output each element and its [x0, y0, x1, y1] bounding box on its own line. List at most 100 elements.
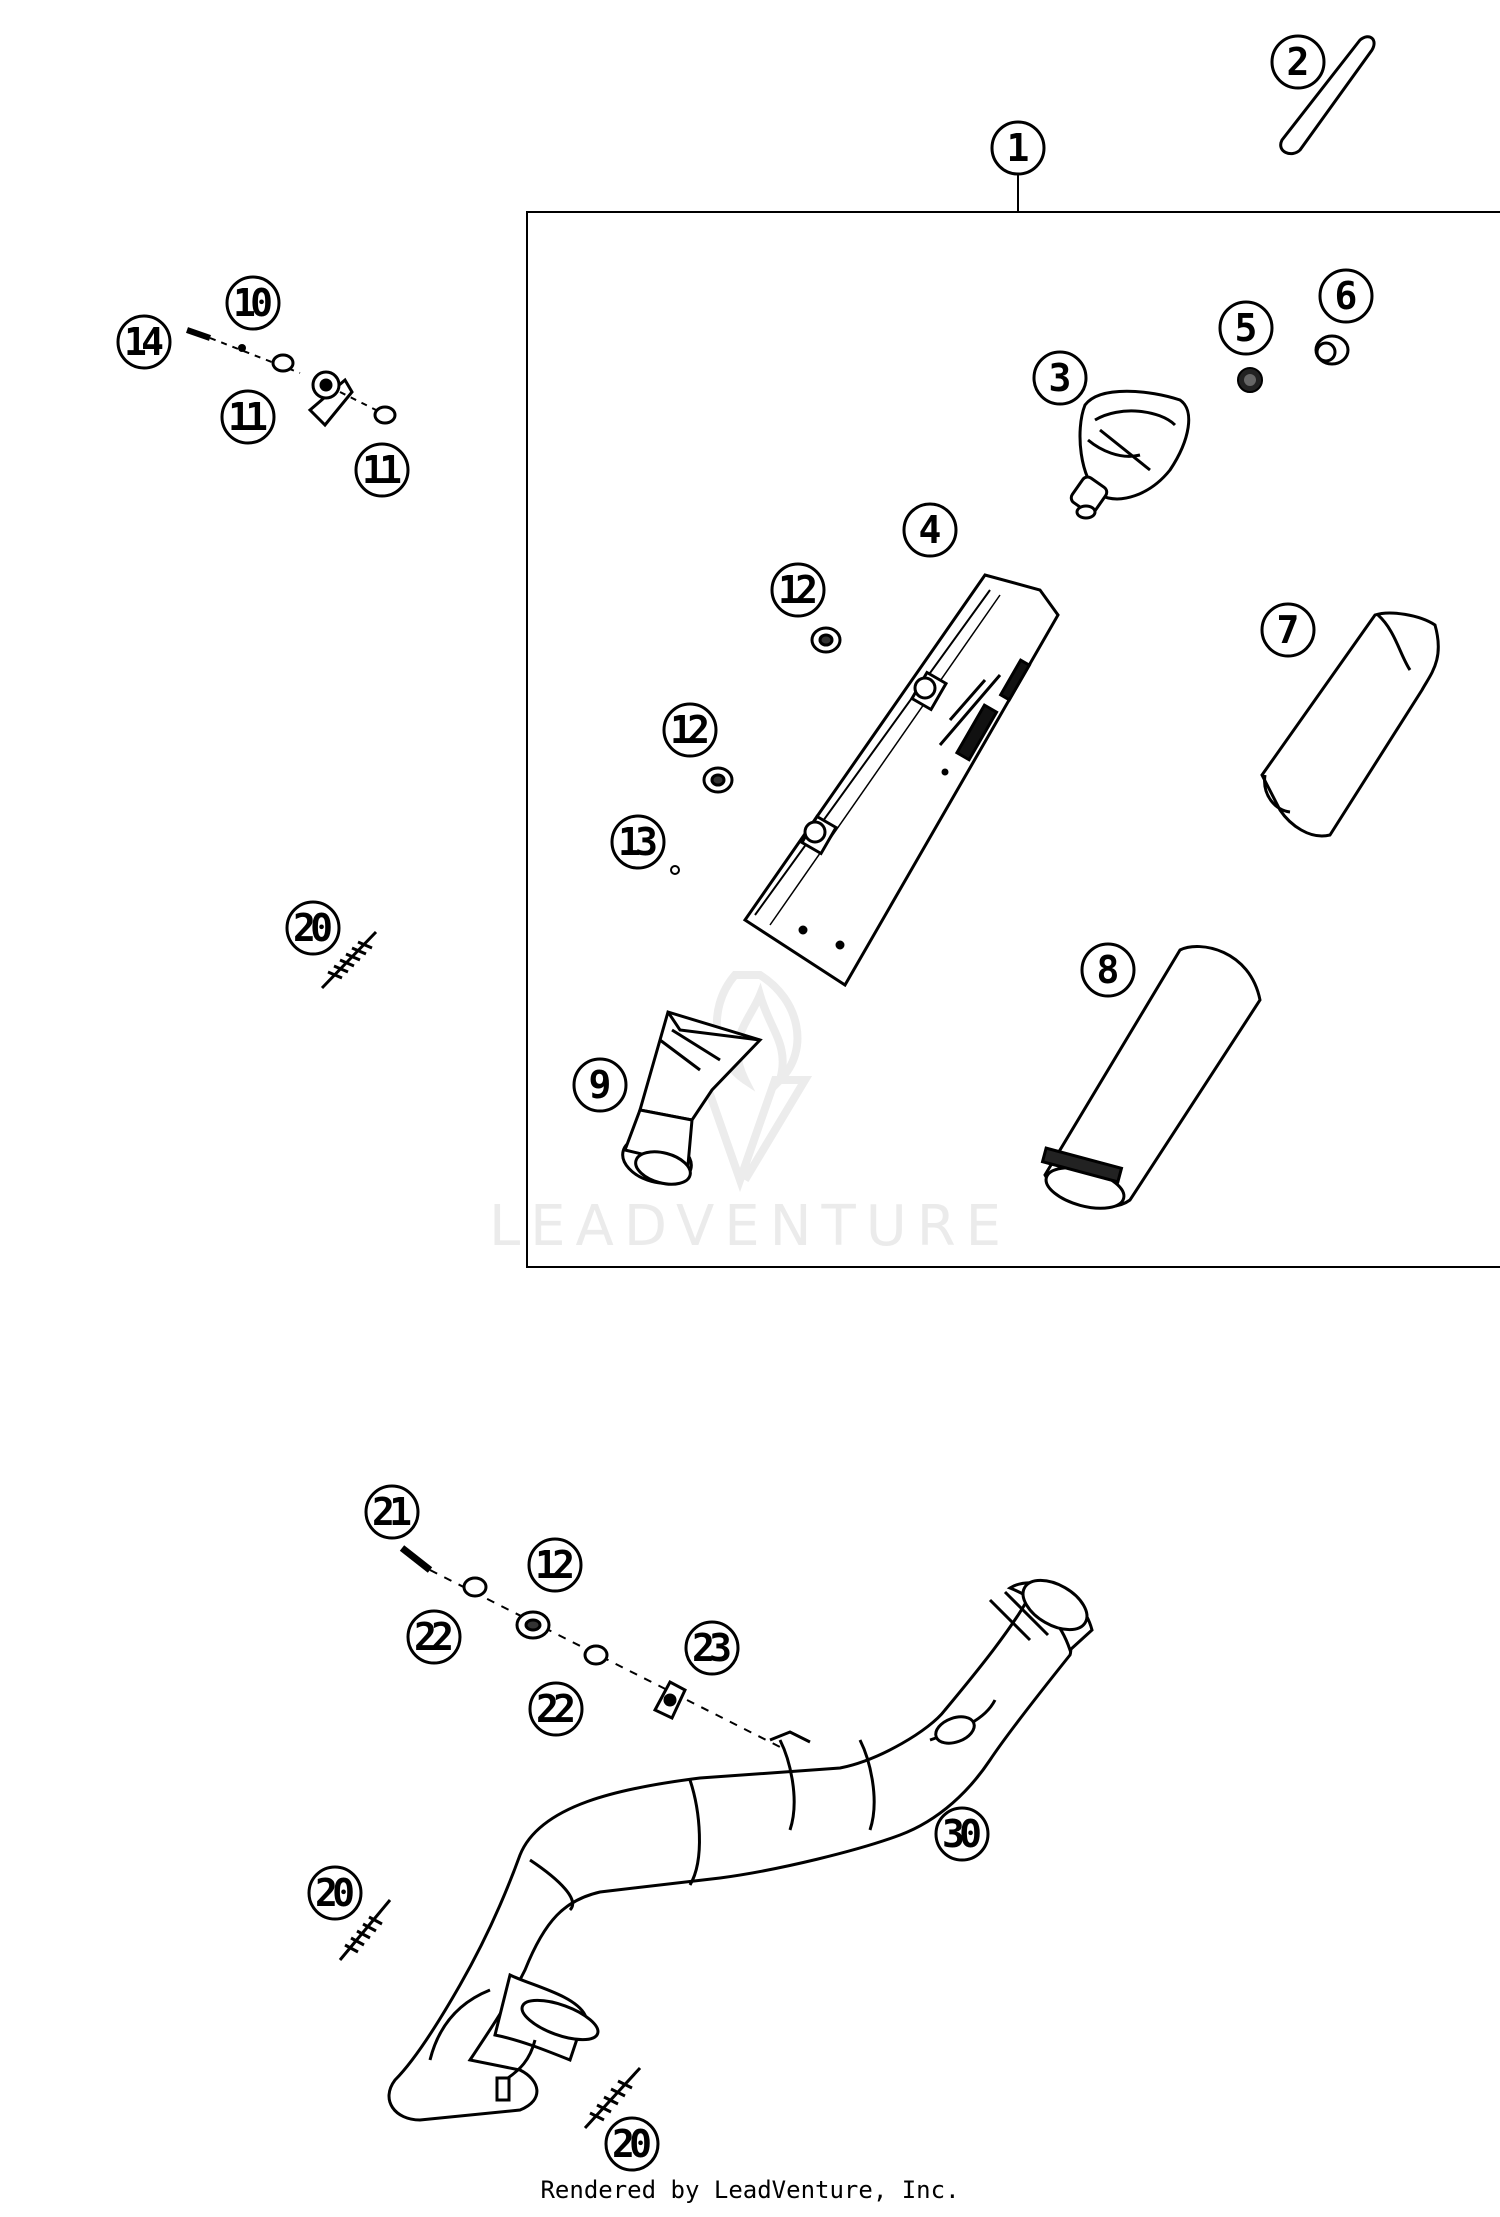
callout-number: 11 [228, 395, 268, 439]
callout-2: 2 [1270, 34, 1326, 90]
watermark-text: LEADVENTURE [489, 1194, 1011, 1259]
callout-number: 2 [1287, 40, 1310, 84]
callout-circle [220, 389, 276, 445]
callout-12: 12 [527, 1537, 583, 1593]
callout-circle [528, 1681, 584, 1737]
part-9-inlet-cone [621, 1010, 763, 1186]
callout-6: 6 [1318, 268, 1374, 324]
callout-circle [406, 1609, 462, 1665]
callout-number: 1 [1007, 126, 1030, 170]
callout-1: 1 [990, 120, 1046, 176]
part-6-ring [1314, 334, 1350, 366]
callout-circle [1032, 350, 1088, 406]
callout-3: 3 [1032, 350, 1088, 406]
callout-30: 30 [934, 1806, 990, 1862]
callout-10: 10 [225, 275, 281, 331]
callout-13: 13 [610, 814, 666, 870]
callout-11: 11 [220, 389, 276, 445]
callout-number: 14 [124, 320, 164, 364]
callout-20: 20 [307, 1865, 363, 1921]
part-3-end-cap [1069, 389, 1191, 520]
main-silencer-box [526, 170, 1500, 1268]
callout-22: 22 [406, 1609, 462, 1665]
callout-number: 22 [536, 1687, 576, 1731]
callout-number: 30 [942, 1812, 982, 1856]
callout-number: 11 [362, 448, 402, 492]
part-5-grommet [1237, 367, 1263, 393]
part-11-washer-left [271, 353, 295, 373]
callout-circle [307, 1865, 363, 1921]
callout-number: 12 [778, 568, 818, 612]
callout-9: 9 [572, 1057, 628, 1113]
callout-8: 8 [1080, 942, 1136, 998]
callout-number: 4 [919, 508, 942, 552]
part-12-nut-middle [702, 766, 734, 794]
callout-21: 21 [364, 1484, 420, 1540]
callout-12: 12 [770, 562, 826, 618]
callout-12: 12 [662, 702, 718, 758]
callout-number: 9 [589, 1063, 612, 1107]
callout-number: 13 [618, 820, 658, 864]
callout-20: 20 [285, 900, 341, 956]
callout-number: 6 [1335, 274, 1358, 318]
callout-circle [527, 1537, 583, 1593]
part-4-muffler-housing [742, 573, 1060, 988]
callout-number: 20 [293, 906, 333, 950]
callout-11: 11 [354, 442, 410, 498]
part-30-header-pipe [387, 1578, 1094, 2122]
callout-circle [902, 502, 958, 558]
callout-number: 10 [233, 281, 273, 325]
part-20-spring-left [338, 1899, 392, 1961]
part-12-nut-upper [810, 626, 842, 654]
callout-number: 3 [1049, 356, 1072, 400]
callout-circle [684, 1620, 740, 1676]
bracket-group-top-left [186, 327, 397, 428]
callout-circle [354, 442, 410, 498]
callout-number: 20 [315, 1871, 355, 1915]
callout-23: 23 [684, 1620, 740, 1676]
callout-number: 12 [670, 708, 710, 752]
callout-circle [610, 814, 666, 870]
callout-number: 7 [1277, 608, 1300, 652]
callout-20: 20 [604, 2116, 660, 2172]
part-20-spring-bottom [583, 2066, 642, 2130]
callout-circle [662, 702, 718, 758]
callout-circle [604, 2116, 660, 2172]
part-13-rivet [670, 865, 680, 875]
callout-circle [1318, 268, 1374, 324]
callout-14: 14 [116, 314, 172, 370]
part-10-washer-small [238, 344, 246, 352]
watermark: LEADVENTURE [489, 971, 1011, 1259]
callout-number: 22 [414, 1615, 454, 1659]
callout-number: 20 [612, 2122, 652, 2166]
callout-number: 8 [1097, 948, 1120, 992]
callout-circle [1260, 602, 1316, 658]
callout-circle [1270, 34, 1326, 90]
part-2-decal [1279, 35, 1376, 156]
callout-circle [285, 900, 341, 956]
callout-circle [1080, 942, 1136, 998]
part-8-silencer-tube [1040, 945, 1262, 1210]
callout-circle [572, 1057, 628, 1113]
callout-number: 23 [692, 1626, 732, 1670]
callout-circle [364, 1484, 420, 1540]
part-22-washer-upper [462, 1576, 488, 1598]
part-21-bolt [399, 1545, 433, 1573]
callout-4: 4 [902, 502, 958, 558]
part-7-insulation-sleeve [1260, 611, 1440, 838]
callout-7: 7 [1260, 602, 1316, 658]
callout-circle [990, 120, 1046, 176]
callout-circle [1218, 300, 1274, 356]
part-20-spring-top [320, 930, 378, 990]
callout-number: 21 [372, 1490, 412, 1534]
callout-22: 22 [528, 1681, 584, 1737]
callout-number: 5 [1235, 306, 1258, 350]
callout-circle [770, 562, 826, 618]
callout-circle [934, 1806, 990, 1862]
part-22-washer-lower [583, 1644, 609, 1666]
callout-number: 12 [535, 1543, 575, 1587]
footer-credit: Rendered by LeadVenture, Inc. [540, 2176, 960, 2204]
part-11-washer-right [373, 405, 397, 425]
